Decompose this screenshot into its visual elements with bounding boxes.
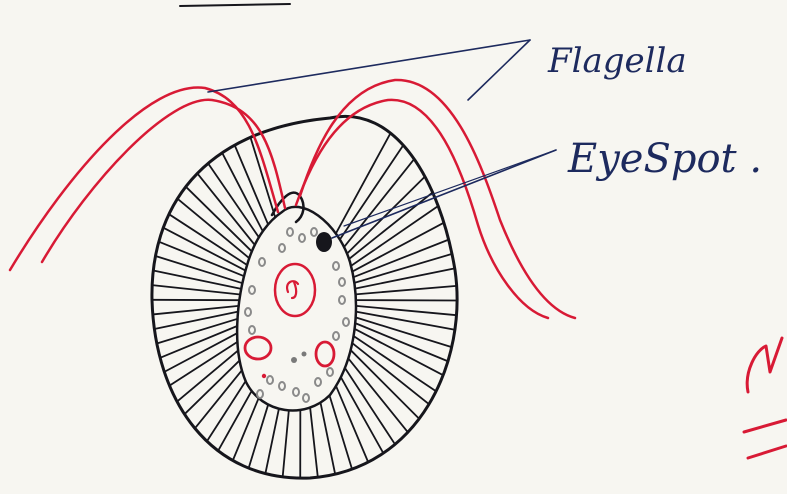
granule (343, 318, 349, 326)
label-eye-spot: EyeSpot . (567, 136, 762, 182)
margin-scribble (744, 338, 786, 458)
organelles (245, 264, 334, 378)
top-pen-mark (180, 4, 290, 6)
margin-scribble-line-2 (748, 446, 786, 458)
granule (249, 286, 255, 294)
granule (303, 394, 309, 402)
granule (259, 258, 265, 266)
sheath-line (154, 312, 238, 329)
pyrenoid-left (245, 337, 271, 359)
sheath-line (250, 137, 275, 217)
sheath-line (310, 408, 318, 478)
cell-wall-inner (237, 207, 356, 411)
granule (279, 244, 285, 252)
granule (333, 262, 339, 270)
granule (287, 228, 293, 236)
pointer-flagella-to-left (208, 40, 530, 92)
nucleolus (287, 281, 298, 298)
sheath-line (330, 395, 352, 469)
sheath-line (218, 391, 252, 451)
nucleus (275, 264, 315, 316)
flagellum-left-outer (10, 88, 278, 270)
flagella (10, 80, 575, 318)
eye-spot (316, 232, 332, 252)
label-flagella: Flagella (547, 41, 687, 81)
sheath-line (177, 350, 238, 401)
granule (333, 332, 339, 340)
sheath-line (344, 159, 414, 247)
granule (339, 278, 345, 286)
sheath-line (355, 286, 456, 295)
small-granule-bottom (262, 374, 266, 378)
small-granule-center-1 (291, 357, 297, 363)
granule (257, 390, 263, 398)
granule (267, 376, 273, 384)
granule (311, 228, 317, 236)
sheath-line (351, 350, 420, 419)
sheath-line (352, 343, 429, 404)
pyrenoid-right (316, 342, 334, 366)
margin-scribble-line-1 (744, 420, 786, 432)
granule (327, 368, 333, 376)
sheath-line (153, 306, 239, 315)
granule (339, 296, 345, 304)
sheath-line (354, 336, 436, 391)
pointer-lines (208, 40, 556, 238)
margin-scribble-top (747, 338, 782, 392)
sheath-line (197, 173, 254, 244)
sheath-line (265, 409, 279, 474)
flagellum-right-inner (296, 100, 548, 318)
sheath-line (320, 403, 335, 475)
sheath-line (283, 410, 289, 477)
granule (293, 388, 299, 396)
sheath-line (186, 187, 252, 252)
granule (245, 308, 251, 316)
granule (299, 234, 305, 242)
granule (279, 382, 285, 390)
small-granule-center-2 (302, 352, 307, 357)
sheath-line (340, 145, 403, 239)
granule (315, 378, 321, 386)
granule (249, 326, 255, 334)
sheath-line (348, 358, 408, 432)
